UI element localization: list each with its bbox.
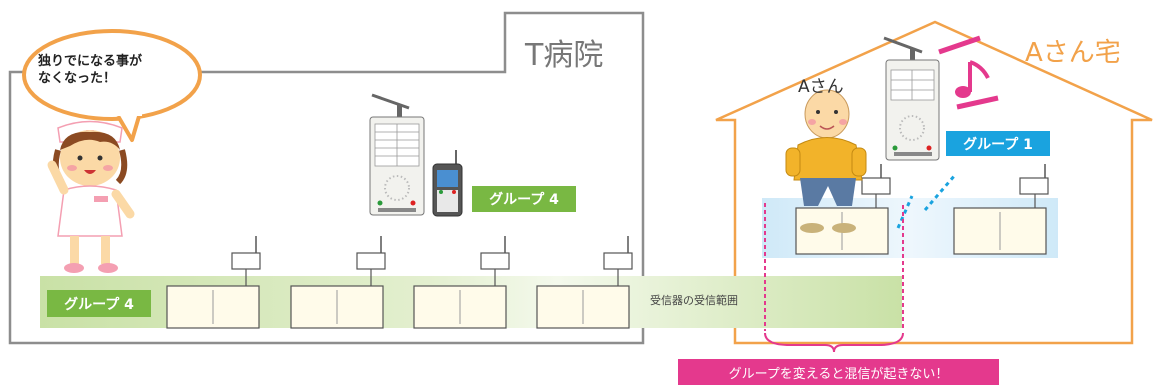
- hospital-outline: [8, 11, 645, 345]
- hospital-receiver-device: [369, 93, 425, 216]
- footer-message: グループを変えると混信が起きない！: [678, 359, 999, 385]
- hospital-name: T病院: [525, 38, 604, 73]
- hospital-unit-3: [413, 236, 510, 329]
- handheld-pager-device: [432, 150, 463, 217]
- music-note-icon: [938, 35, 999, 110]
- group-badge-hospital-range: グループ 4: [47, 290, 151, 317]
- speech-bubble-line-1: 独りでになる事が: [38, 54, 143, 69]
- hospital-unit-4: [536, 236, 633, 329]
- house-outline: [715, 20, 1153, 345]
- range-boundary: [764, 203, 904, 331]
- home-name: Aさん宅: [1025, 38, 1121, 68]
- elderly-man-illustration: [785, 89, 867, 233]
- group-badge-hospital-device: グループ 4: [472, 186, 576, 212]
- reception-range-label: 受信器の受信範囲: [650, 294, 738, 307]
- group-badge-home: グループ 1: [946, 131, 1050, 156]
- person-label: Aさん: [798, 77, 844, 97]
- hospital-unit-1: [166, 236, 261, 329]
- speech-bubble: [22, 29, 202, 142]
- home-receiver-device: [883, 36, 940, 161]
- speech-bubble-text: 独りでになる事が なくなった！: [38, 53, 168, 87]
- nurse-illustration: T: [47, 120, 135, 273]
- range-brace: [764, 332, 904, 353]
- hospital-unit-2: [290, 236, 386, 329]
- blocked-signal: [896, 174, 957, 229]
- home-unit-2: [953, 164, 1049, 255]
- speech-bubble-line-2: なくなった！: [38, 71, 117, 86]
